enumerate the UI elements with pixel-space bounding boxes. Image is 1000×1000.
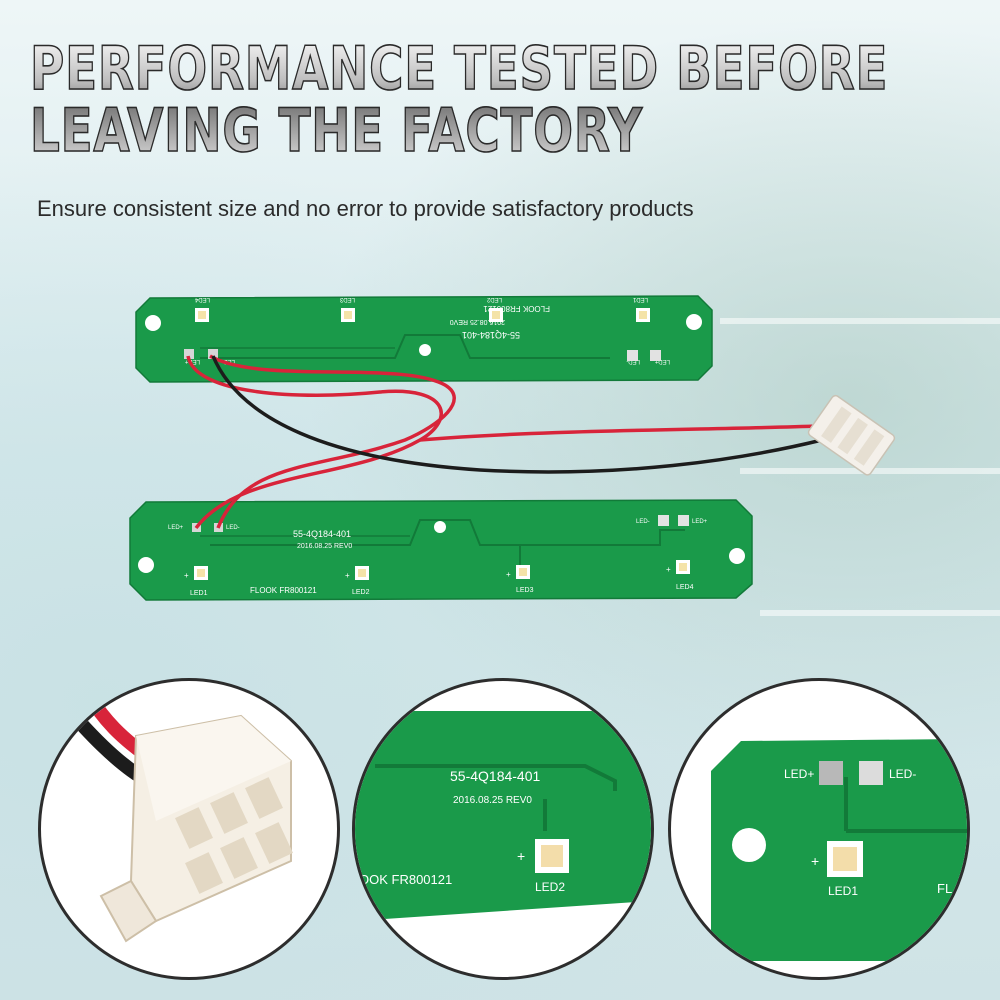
zoom-board-right: LED+ LED- + LED1 FL <box>668 678 970 980</box>
plus-marker: + <box>811 853 819 869</box>
mount-hole <box>732 828 766 862</box>
board-brand-fragment: FL <box>937 881 952 896</box>
led-chip <box>827 841 863 877</box>
led-label: LED2 <box>535 880 565 894</box>
board-part-number: 55-4Q184-401 <box>450 768 541 784</box>
connector-closeup <box>55 681 293 943</box>
led-label: LED1 <box>828 884 858 898</box>
headline-line-1: PERFORMANCE TESTED BEFORE <box>29 34 889 104</box>
shelf-line <box>720 318 1000 324</box>
board-brand: OOK FR800121 <box>359 872 452 887</box>
solder-pad <box>819 761 843 785</box>
subtitle: Ensure consistent size and no error to p… <box>37 196 694 221</box>
board-closeup-middle: 55-4Q184-401 2016.08.25 REV0 + OOK FR800… <box>355 711 651 921</box>
shelf-line <box>760 610 1000 616</box>
board-closeup-right: LED+ LED- + LED1 FL <box>711 739 967 961</box>
wire-black <box>55 696 145 783</box>
connector-housing <box>99 714 293 943</box>
pad-label: LED- <box>889 767 916 781</box>
shelf-line <box>740 468 1000 474</box>
headline: PERFORMANCE TESTED BEFORE LEAVING THE FA… <box>29 34 889 166</box>
plus-marker: + <box>517 848 525 864</box>
headline-line-2: LEAVING THE FACTORY <box>29 96 643 166</box>
pad-label: LED+ <box>784 767 814 781</box>
solder-pad <box>859 761 883 785</box>
zoom-connector <box>38 678 340 980</box>
zoom-board-middle: 55-4Q184-401 2016.08.25 REV0 + OOK FR800… <box>352 678 654 980</box>
board-date: 2016.08.25 REV0 <box>453 795 532 806</box>
led-chip <box>535 839 569 873</box>
